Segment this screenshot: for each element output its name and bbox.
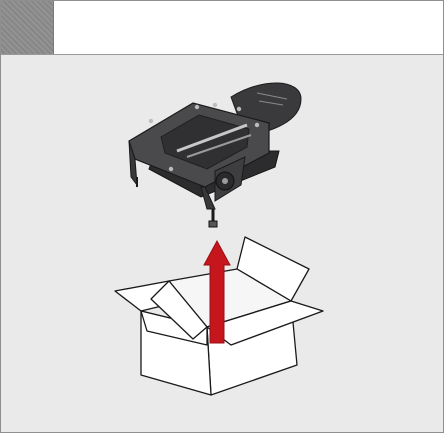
device-assembly (129, 83, 301, 227)
